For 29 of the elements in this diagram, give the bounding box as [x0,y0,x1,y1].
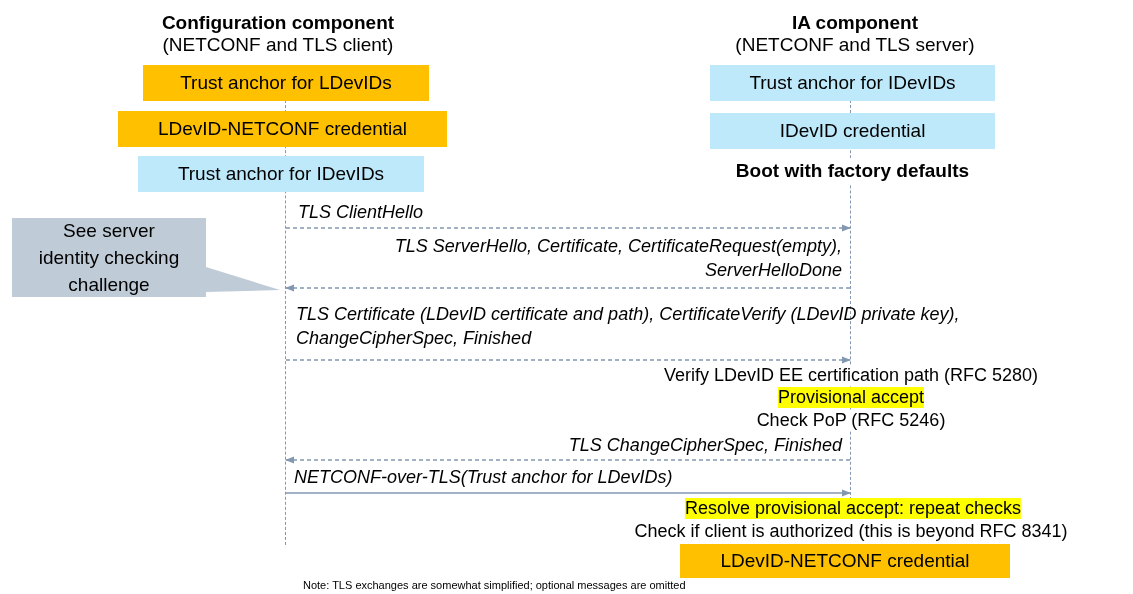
component-subtitle: (NETCONF and TLS server) [735,34,975,56]
footnote: Note: TLS exchanges are somewhat simplified; optional messages are omitted [303,579,686,591]
edge-label: TLS ChangeCipherSpec, Finished [568,434,842,457]
edge-label: TLS ClientHello [298,201,424,224]
message-arrow [285,356,851,364]
lifeline [285,100,286,545]
component-title: Configuration component [161,12,395,34]
process-box: IDevID credential [710,113,995,149]
step-note: Check if client is authorized (this is beyond RFC 8341) [634,521,1068,542]
callout-box: See server identity checking challenge [12,218,280,297]
process-box: Trust anchor for IDevIDs [710,65,995,101]
component-title: IA component [792,12,918,34]
edge-label: TLS ServerHello, Certificate, CertificateRequest(empty), ServerHelloDone [393,235,842,282]
process-box: Trust anchor for LDevIDs [143,65,429,101]
step-note: Check PoP (RFC 5246) [756,410,946,431]
state-label: Boot with factory defaults [735,160,970,182]
process-box: LDevID-NETCONF credential [680,544,1010,578]
edge-label: NETCONF-over-TLS(Trust anchor for LDevIDs) [294,466,673,489]
message-arrow [285,224,851,232]
component-subtitle: (NETCONF and TLS client) [162,34,394,56]
message-arrow [285,489,851,497]
process-box: Trust anchor for IDevIDs [138,156,424,192]
process-box: LDevID-NETCONF credential [118,111,447,147]
highlighted-note: Provisional accept [777,387,925,408]
edge-label: TLS Certificate (LDevID certificate and path), CertificateVerify (LDevID private key), ChangeCipherSpec, Finished [296,303,961,350]
message-arrow [285,284,851,292]
step-note: Verify LDevID EE certification path (RFC 5280) [663,365,1039,386]
highlighted-note: Resolve provisional accept: repeat checks [684,498,1022,519]
message-arrow [285,456,851,464]
